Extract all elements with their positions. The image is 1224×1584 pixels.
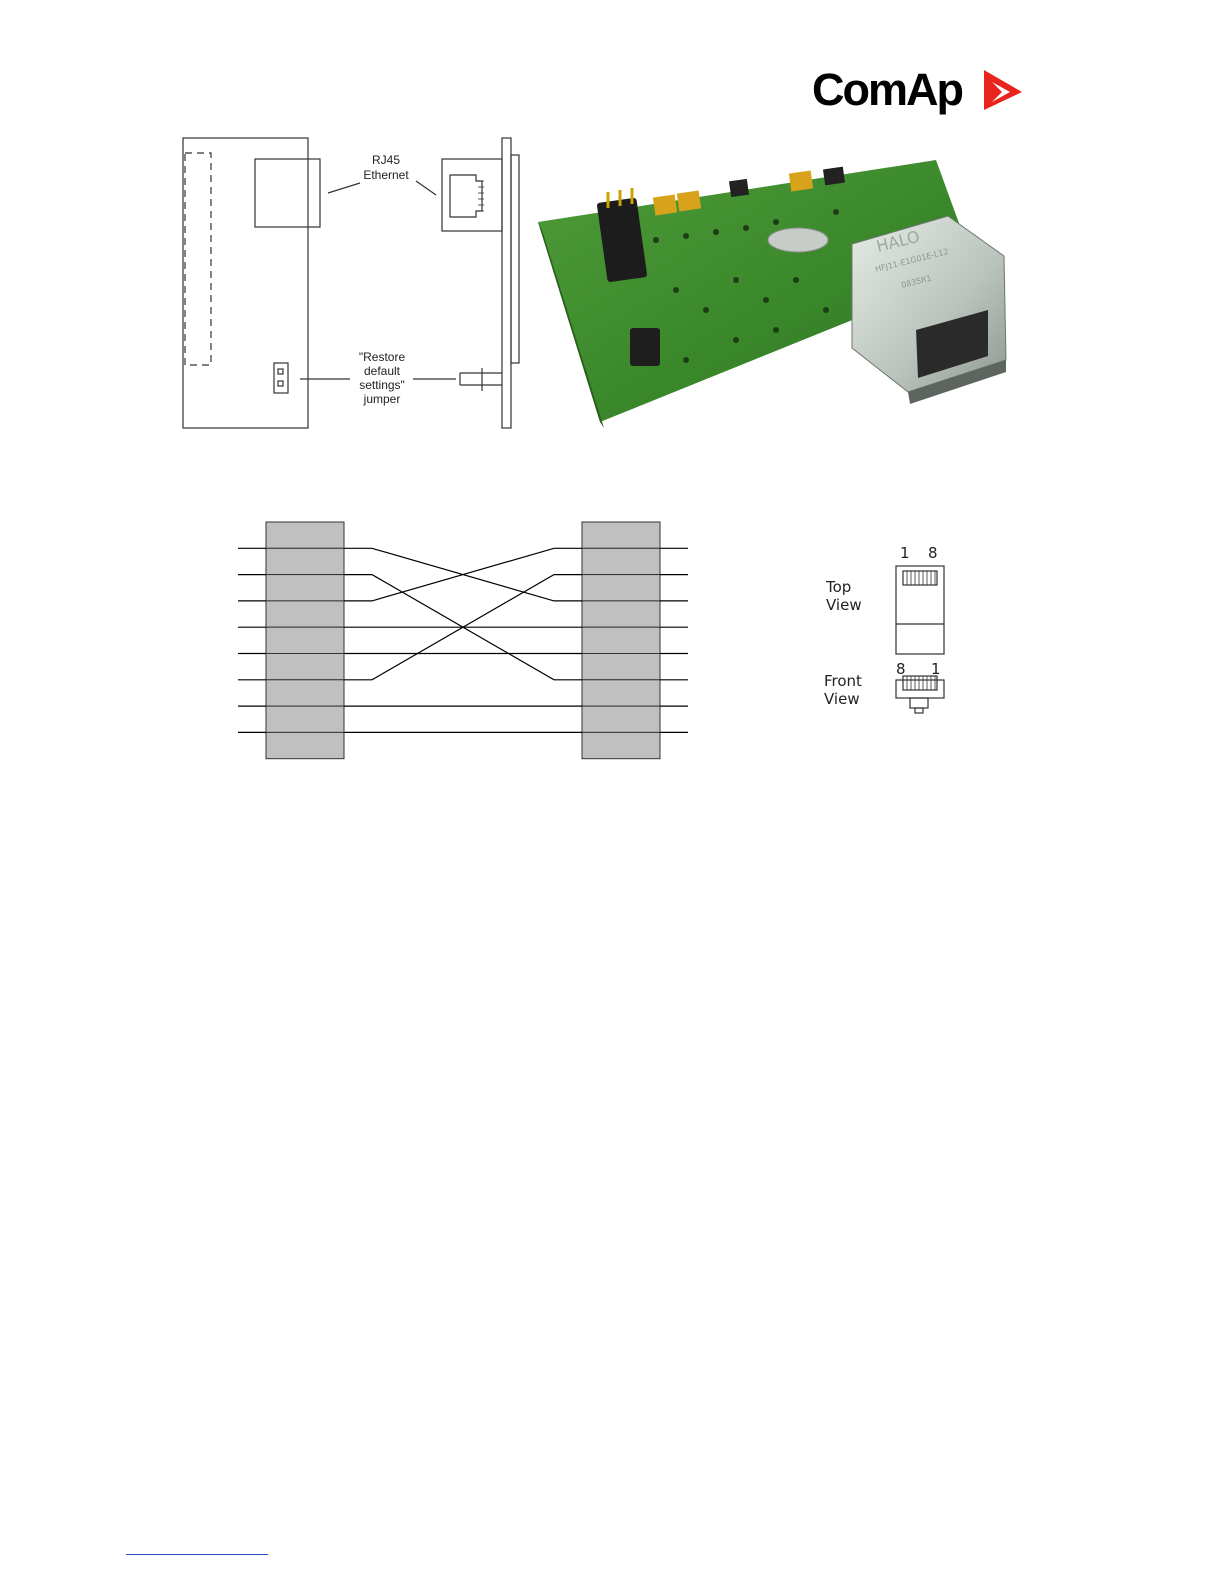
- jumper-front-outline: [274, 363, 288, 393]
- front-view-label-line2: View: [824, 690, 860, 708]
- logo-arrow-icon: [980, 68, 1024, 112]
- top-pin-left: 1: [900, 544, 910, 562]
- rj45-front-outline: [255, 159, 320, 227]
- top-view-label-line1: Top: [825, 578, 851, 596]
- crossover-wiring-diagram: [230, 515, 700, 765]
- front-view-connector: [896, 676, 944, 713]
- front-view-label-line1: Front: [824, 672, 862, 690]
- right-pin-cell: [582, 732, 660, 758]
- right-connector: [582, 522, 660, 759]
- right-pin-cell: [582, 680, 660, 706]
- left-pin-cell: [266, 627, 344, 653]
- right-pin-cell: [582, 627, 660, 653]
- board-side-edge: [502, 138, 511, 428]
- front-pin-left: 8: [896, 660, 906, 678]
- jumper-block: [630, 328, 660, 366]
- rj45-side-outline: [442, 159, 502, 231]
- ethernet-label: Ethernet: [363, 168, 409, 182]
- logo-wordmark: ComAp: [812, 64, 962, 116]
- crossed-wire: [344, 548, 582, 601]
- right-pin-cell: [582, 601, 660, 627]
- jumper-label-line1: "Restore: [359, 350, 406, 364]
- right-pin-cell: [582, 575, 660, 601]
- left-pin-cell: [266, 522, 344, 548]
- top-view-connector: [896, 566, 944, 654]
- right-pin-cell: [582, 548, 660, 574]
- right-pin-cell: [582, 522, 660, 548]
- pcb-module-photo: HALO HFJ11-E1G01E-L12 0835R1: [536, 160, 1036, 430]
- left-pin-cell: [266, 601, 344, 627]
- jumper-label-line2: default: [364, 364, 401, 378]
- right-pin-cell: [582, 654, 660, 680]
- rj45-label: RJ45: [372, 153, 400, 167]
- left-pin-cell: [266, 706, 344, 732]
- top-pin-right: 8: [928, 544, 938, 562]
- top-view-label-line2: View: [826, 596, 862, 614]
- left-pin-cell: [266, 654, 344, 680]
- jumper-label-line3: settings": [359, 378, 405, 392]
- internal-connector-outline: [185, 153, 211, 365]
- crystal: [768, 228, 828, 252]
- module-front-body: [183, 138, 308, 428]
- front-pin-right: 1: [931, 660, 941, 678]
- left-connector: [266, 522, 344, 759]
- left-pin-cell: [266, 548, 344, 574]
- jumper-label-line4: jumper: [363, 392, 401, 406]
- left-pin-cell: [266, 732, 344, 758]
- rj45-pinout-views: 1 8 Top View 8 1 Front View: [800, 540, 970, 720]
- right-pin-cell: [582, 706, 660, 732]
- footer-link-underline[interactable]: [126, 1554, 268, 1555]
- module-outline-drawing: RJ45 Ethernet "Restore default settings"…: [180, 133, 530, 433]
- left-pin-cell: [266, 575, 344, 601]
- comap-logo: ComAp: [812, 64, 1032, 116]
- left-pin-cell: [266, 680, 344, 706]
